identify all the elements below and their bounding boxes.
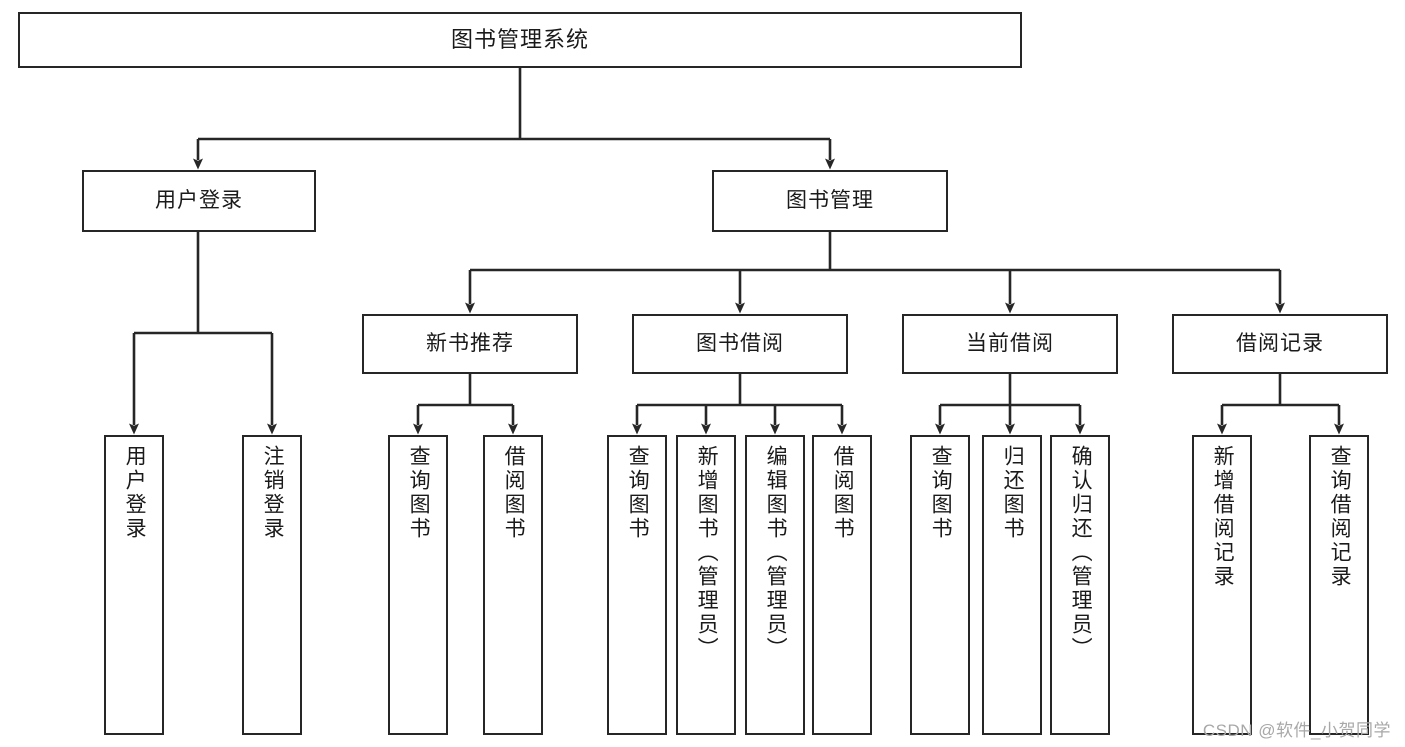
node-leaf-query-book-3-label: 查询图书 [929, 445, 953, 541]
node-root[interactable]: 图书管理系统 [18, 12, 1022, 68]
node-book-borrow-label: 图书借阅 [696, 332, 784, 356]
node-root-label: 图书管理系统 [450, 26, 589, 52]
node-leaf-borrow-book-1-label: 借阅图书 [502, 445, 526, 541]
node-leaf-edit-book-label: 编辑图书（管理员） [764, 445, 788, 661]
node-user-login-label: 用户登录 [155, 189, 243, 213]
node-leaf-add-book-label: 新增图书（管理员） [695, 445, 719, 661]
node-book-borrow[interactable]: 图书借阅 [632, 314, 848, 374]
node-leaf-query-book-2[interactable]: 查询图书 [607, 435, 667, 735]
node-leaf-query-book-1-label: 查询图书 [407, 445, 431, 541]
node-current-borrow[interactable]: 当前借阅 [902, 314, 1118, 374]
node-book-manage[interactable]: 图书管理 [712, 170, 948, 232]
node-leaf-query-book-3[interactable]: 查询图书 [910, 435, 970, 735]
node-leaf-user-logout[interactable]: 注销登录 [242, 435, 302, 735]
node-new-book-recommend[interactable]: 新书推荐 [362, 314, 578, 374]
node-leaf-query-book-1[interactable]: 查询图书 [388, 435, 448, 735]
node-leaf-user-login-label: 用户登录 [123, 445, 147, 541]
node-leaf-query-record[interactable]: 查询借阅记录 [1309, 435, 1369, 735]
node-book-manage-label: 图书管理 [786, 189, 874, 213]
node-leaf-add-record[interactable]: 新增借阅记录 [1192, 435, 1252, 735]
node-leaf-user-login[interactable]: 用户登录 [104, 435, 164, 735]
node-leaf-confirm-return-label: 确认归还（管理员） [1069, 445, 1093, 661]
node-user-login[interactable]: 用户登录 [82, 170, 316, 232]
node-leaf-return-book-label: 归还图书 [1001, 445, 1025, 541]
node-leaf-borrow-book-2[interactable]: 借阅图书 [812, 435, 872, 735]
node-leaf-borrow-book-2-label: 借阅图书 [831, 445, 855, 541]
node-current-borrow-label: 当前借阅 [966, 332, 1054, 356]
node-borrow-record[interactable]: 借阅记录 [1172, 314, 1388, 374]
node-leaf-user-logout-label: 注销登录 [261, 445, 285, 541]
node-new-book-recommend-label: 新书推荐 [426, 332, 514, 356]
node-leaf-query-book-2-label: 查询图书 [626, 445, 650, 541]
node-leaf-edit-book[interactable]: 编辑图书（管理员） [745, 435, 805, 735]
node-leaf-borrow-book-1[interactable]: 借阅图书 [483, 435, 543, 735]
node-leaf-add-record-label: 新增借阅记录 [1211, 445, 1235, 589]
node-leaf-confirm-return[interactable]: 确认归还（管理员） [1050, 435, 1110, 735]
node-leaf-add-book[interactable]: 新增图书（管理员） [676, 435, 736, 735]
node-borrow-record-label: 借阅记录 [1236, 332, 1324, 356]
node-leaf-query-record-label: 查询借阅记录 [1328, 445, 1352, 589]
watermark-text: CSDN @软件_小贺同学 [1202, 721, 1391, 740]
node-leaf-return-book[interactable]: 归还图书 [982, 435, 1042, 735]
